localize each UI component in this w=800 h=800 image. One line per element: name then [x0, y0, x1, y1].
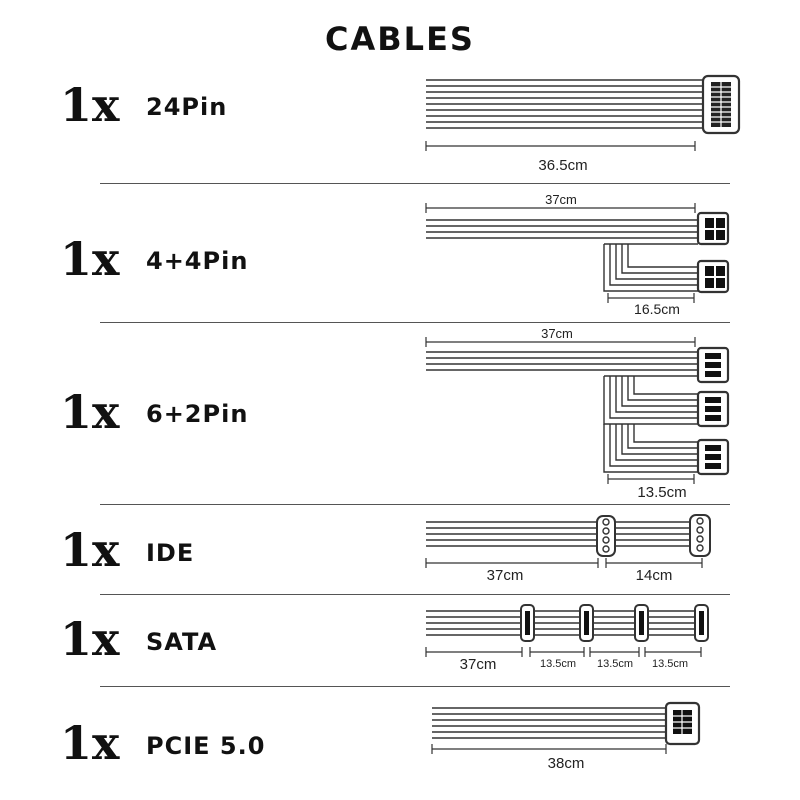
- cable-ide-connector-1: [596, 515, 616, 557]
- cable-sata-connector-4: [694, 604, 709, 642]
- dimension-label-44pin-main: 37cm: [545, 192, 577, 207]
- dimension-sata-segments: [425, 647, 702, 657]
- cable-44pin: [425, 203, 730, 303]
- dimension-label-pcie-main: 38cm: [548, 755, 585, 772]
- cable-ide: [425, 514, 711, 568]
- cable-62pin-main-wires: [426, 351, 698, 377]
- dimension-44pin-main: [425, 203, 696, 213]
- page-title: CABLES: [325, 20, 475, 58]
- row-divider: [100, 594, 730, 595]
- dimension-label-44pin-branch: 16.5cm: [634, 301, 680, 317]
- cable-sata-connector-2: [579, 604, 594, 642]
- dimension-24pin-main: [425, 141, 696, 151]
- cable-pcie: [431, 701, 701, 754]
- dimension-pcie-main: [431, 744, 667, 754]
- cable-62pin-connector-2: [696, 390, 730, 428]
- dimension-label-62pin-main: 37cm: [541, 326, 573, 341]
- dimension-ide-segment-1: [425, 558, 599, 568]
- cable-sata-wires: [426, 610, 700, 636]
- row-62pin-quantity: 1x: [60, 385, 120, 439]
- cable-sata-connector-3: [634, 604, 649, 642]
- row-sata-name: SATA: [146, 628, 218, 656]
- dimension-label-24pin-main: 36.5cm: [538, 157, 587, 174]
- dimension-label-ide-segment-1: 37cm: [487, 567, 524, 584]
- row-24pin-name: 24Pin: [146, 93, 228, 121]
- cable-44pin-branch-wires: [603, 244, 698, 292]
- dimension-label-62pin-branch: 13.5cm: [637, 484, 686, 501]
- row-divider: [100, 322, 730, 323]
- cable-62pin-connector-1: [696, 346, 730, 384]
- cable-24pin: [425, 74, 741, 151]
- row-pcie-quantity: 1x: [60, 716, 120, 770]
- cable-pcie-connector: [664, 701, 701, 746]
- cable-pcie-wires: [432, 707, 666, 739]
- cable-44pin-connector-2: [696, 259, 730, 294]
- cable-44pin-main-wires: [426, 219, 698, 245]
- cable-62pin: [425, 337, 730, 484]
- row-divider: [100, 183, 730, 184]
- row-24pin-quantity: 1x: [60, 78, 120, 132]
- cable-62pin-branch-wires-2: [603, 424, 698, 473]
- dimension-62pin-branch: [607, 474, 695, 484]
- row-divider: [100, 504, 730, 505]
- cable-62pin-connector-3: [696, 438, 730, 476]
- cable-44pin-connector-1: [696, 211, 730, 246]
- cable-ide-wires-1: [426, 521, 598, 547]
- row-62pin-name: 6+2Pin: [146, 400, 249, 428]
- dimension-label-sata-segment-2: 13.5cm: [540, 658, 576, 670]
- row-ide-name: IDE: [146, 539, 195, 567]
- cable-sata-connector-1: [520, 604, 535, 642]
- cable-ide-wires-2: [614, 521, 690, 547]
- row-sata-quantity: 1x: [60, 612, 120, 666]
- row-44pin-quantity: 1x: [60, 232, 120, 286]
- dimension-44pin-branch: [607, 293, 695, 303]
- dimension-ide-segment-2: [605, 558, 703, 568]
- dimension-62pin-main: [425, 337, 696, 347]
- dimension-label-sata-segment-3: 13.5cm: [597, 658, 633, 670]
- dimension-label-sata-segment-1: 37cm: [460, 656, 497, 673]
- cable-24pin-connector: [701, 74, 741, 135]
- cable-24pin-wires: [426, 79, 703, 129]
- cable-sata: [425, 604, 709, 657]
- row-pcie-name: PCIE 5.0: [146, 732, 266, 760]
- cable-ide-connector-2: [689, 514, 711, 557]
- cable-62pin-branch-wires-1: [603, 376, 698, 425]
- row-divider: [100, 686, 730, 687]
- row-44pin-name: 4+4Pin: [146, 247, 249, 275]
- row-ide-quantity: 1x: [60, 523, 120, 577]
- dimension-label-sata-segment-4: 13.5cm: [652, 658, 688, 670]
- dimension-label-ide-segment-2: 14cm: [636, 567, 673, 584]
